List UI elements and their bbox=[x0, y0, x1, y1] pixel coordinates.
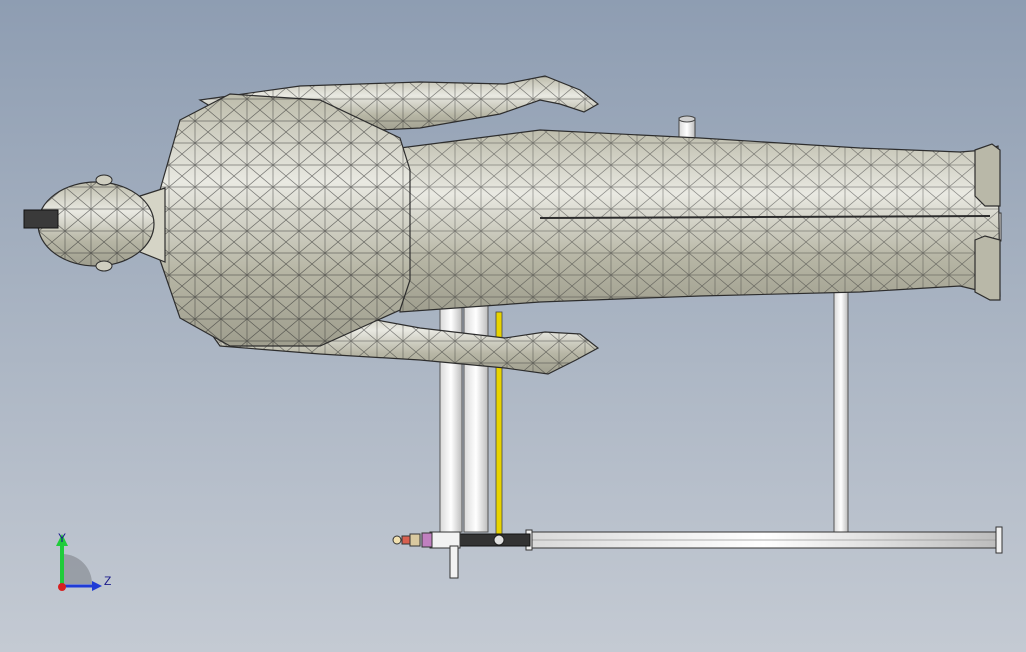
base-rail-end-cap[interactable] bbox=[995, 526, 1003, 554]
foot-bottom[interactable] bbox=[974, 235, 1001, 301]
triad-y-label: Y bbox=[58, 531, 67, 545]
head-strap[interactable] bbox=[23, 209, 59, 229]
x-axis-icon bbox=[58, 583, 66, 591]
human-mannequin[interactable] bbox=[23, 75, 1001, 375]
triad-z-label: Z bbox=[104, 574, 112, 588]
vertical-rod-right[interactable] bbox=[833, 287, 849, 534]
foot-top[interactable] bbox=[974, 143, 1001, 207]
coordinate-triad bbox=[56, 534, 102, 591]
